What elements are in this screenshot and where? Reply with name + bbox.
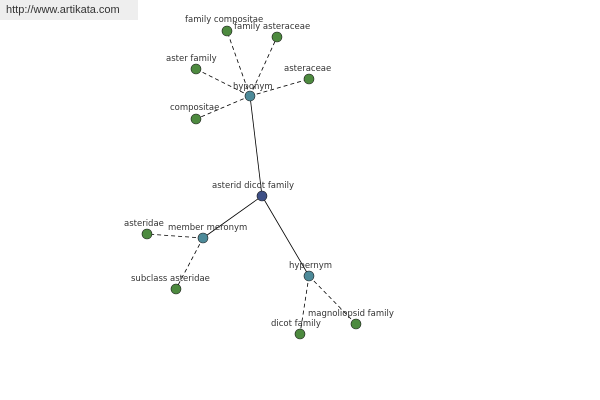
- leaf-node-label[interactable]: dicot family: [271, 319, 321, 329]
- leaf-node-label[interactable]: asteraceae: [284, 64, 331, 74]
- leaf-node-label[interactable]: aster family: [166, 54, 217, 64]
- edge-relation-to-leaf: [195, 68, 251, 97]
- leaf-node[interactable]: [303, 73, 315, 85]
- relation-node[interactable]: [244, 90, 256, 102]
- leaf-node[interactable]: [190, 63, 202, 75]
- edge-relation-to-leaf: [249, 78, 310, 97]
- relation-node-label[interactable]: hyponym: [233, 82, 273, 92]
- relation-node-label[interactable]: hypernym: [289, 261, 332, 271]
- leaf-node[interactable]: [294, 328, 306, 340]
- leaf-node[interactable]: [190, 113, 202, 125]
- relation-node-label[interactable]: member meronym: [168, 223, 247, 233]
- root-node-label[interactable]: asterid dicot family: [212, 181, 294, 191]
- leaf-node-label[interactable]: magnoliopsid family: [308, 309, 394, 319]
- edge-layer: [146, 30, 357, 335]
- edge-relation-to-leaf: [175, 237, 204, 290]
- relation-node[interactable]: [303, 270, 315, 282]
- relation-node[interactable]: [197, 232, 209, 244]
- leaf-node[interactable]: [221, 25, 233, 37]
- leaf-node-label[interactable]: compositae: [170, 103, 219, 113]
- root-node[interactable]: [256, 190, 268, 202]
- leaf-node-label[interactable]: asteridae: [124, 219, 164, 229]
- edge-root-to-relation: [202, 195, 263, 239]
- leaf-node[interactable]: [141, 228, 153, 240]
- leaf-node-label[interactable]: family asteraceae: [234, 22, 310, 32]
- edge-root-to-relation: [249, 95, 263, 197]
- leaf-node[interactable]: [271, 31, 283, 43]
- leaf-node-label[interactable]: family compositae: [185, 15, 263, 25]
- edge-relation-to-leaf: [249, 36, 278, 97]
- leaf-node[interactable]: [350, 318, 362, 330]
- edge-relation-to-leaf: [299, 275, 310, 335]
- edge-relation-to-leaf: [226, 30, 251, 97]
- leaf-node[interactable]: [170, 283, 182, 295]
- watermark-url[interactable]: http://www.artikata.com: [0, 0, 138, 20]
- leaf-node-label[interactable]: subclass asteridae: [131, 274, 210, 284]
- edge-relation-to-leaf: [195, 95, 251, 120]
- edge-root-to-relation: [261, 195, 310, 277]
- edge-relation-to-leaf: [146, 233, 204, 239]
